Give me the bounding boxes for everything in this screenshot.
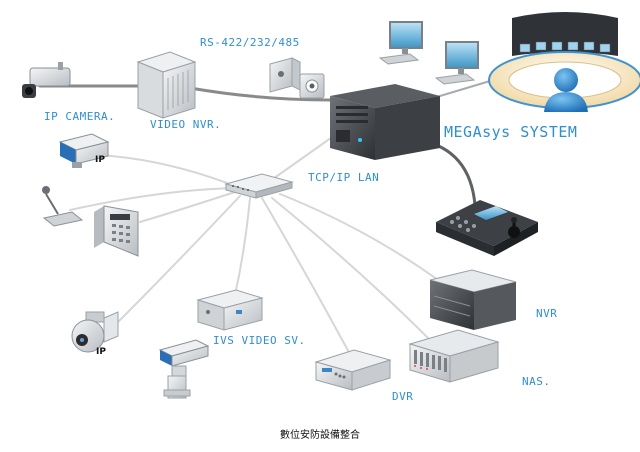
cable-switch-intercom — [69, 187, 236, 211]
workstation-1 — [378, 21, 423, 65]
nas-icon — [408, 329, 500, 383]
workstation-icon — [378, 21, 479, 85]
label-ip-camera: IP CAMERA. — [44, 110, 116, 123]
workstation-2 — [434, 41, 479, 85]
label-rs: RS-422/232/485 — [200, 36, 300, 49]
server-icon — [330, 84, 440, 160]
cable-switch-dvr — [261, 197, 353, 359]
label-megasys: MEGAsys SYSTEM — [444, 123, 578, 141]
serial-device-icon — [269, 57, 325, 99]
pole-camera-icon — [158, 339, 210, 399]
label-nvr: NVR — [536, 307, 558, 320]
cable-switch-nvr — [279, 193, 446, 286]
label-ip-dome: IP — [96, 347, 106, 357]
ptz-dome-icon — [71, 311, 119, 353]
label-ip-boxcam: IP — [95, 155, 105, 165]
intercom-icon — [42, 186, 84, 227]
cable-switch-ivs — [234, 197, 251, 296]
keypad-icon — [94, 205, 139, 257]
ip-camera-icon — [22, 62, 71, 98]
cable-switch-keypad — [139, 191, 236, 223]
cable-switch-dome — [117, 195, 241, 323]
ivs-server-icon — [196, 289, 264, 331]
nvr-icon — [429, 269, 517, 330]
dvr-icon — [314, 349, 392, 391]
switch-icon — [224, 173, 294, 199]
cable-nvr-server — [188, 86, 332, 102]
label-ivs: IVS VIDEO SV. — [213, 334, 306, 347]
label-video-nvr: VIDEO NVR. — [150, 118, 222, 131]
label-nas: NAS. — [522, 375, 551, 388]
cable-switch-ipcam — [99, 154, 241, 189]
cable-switch-nas — [271, 197, 431, 341]
operator-icon — [488, 12, 640, 112]
diagram-caption: 數位安防設備整合 — [280, 430, 360, 441]
video-nvr-icon — [136, 51, 197, 119]
ip-box-camera-icon — [58, 133, 110, 168]
label-tcpip: TCP/IP LAN — [308, 171, 380, 184]
label-dvr: DVR — [392, 390, 414, 403]
ptz-keyboard-icon — [436, 200, 538, 256]
